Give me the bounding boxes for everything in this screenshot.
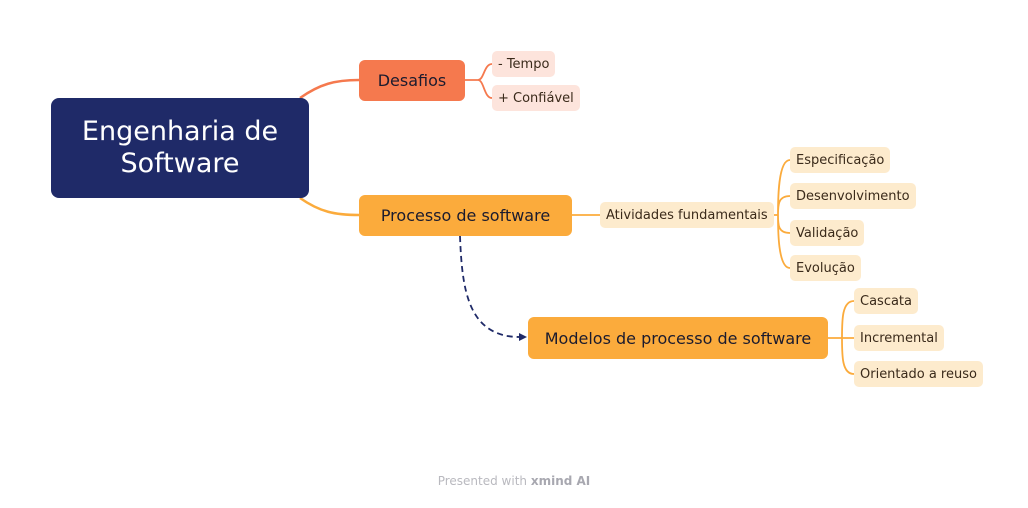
subtopic-cascata[interactable]: Cascata xyxy=(854,288,918,314)
subtopic-validacao-label: Validação xyxy=(796,225,859,241)
subtopic-validacao[interactable]: Validação xyxy=(790,220,865,246)
subtopic-especificacao-label: Especificação xyxy=(796,152,885,168)
subtopic-tempo-label: - Tempo xyxy=(498,56,550,72)
subtopic-confiavel[interactable]: + Confiável xyxy=(492,85,580,111)
root-title-line2: Software xyxy=(120,148,240,179)
subtopic-tempo[interactable]: - Tempo xyxy=(492,51,556,77)
footer-credit: Presented with xmind AI xyxy=(0,474,1028,488)
topic-desafios[interactable]: Desafios xyxy=(359,60,465,101)
subtopic-desenvolvimento[interactable]: Desenvolvimento xyxy=(790,183,916,209)
subtopic-orientado-a-reuso[interactable]: Orientado a reuso xyxy=(854,361,983,387)
root-title-line1: Engenharia de xyxy=(81,116,279,147)
topic-processo-label: Processo de software xyxy=(380,206,551,225)
subtopic-desenvolvimento-label: Desenvolvimento xyxy=(796,188,910,204)
footer-prefix: Presented with xyxy=(437,474,531,488)
subtopic-incremental[interactable]: Incremental xyxy=(854,325,944,351)
topic-modelos-label: Modelos de processo de software xyxy=(544,328,812,348)
topic-processo-de-software[interactable]: Processo de software xyxy=(359,195,572,236)
subtopic-atividades-label: Atividades fundamentais xyxy=(606,207,768,223)
subtopic-evolucao-label: Evolução xyxy=(796,260,855,276)
subtopic-cascata-label: Cascata xyxy=(860,293,912,309)
subtopic-atividades-fundamentais[interactable]: Atividades fundamentais xyxy=(600,202,774,228)
subtopic-orientado-label: Orientado a reuso xyxy=(860,366,977,382)
footer-brand: xmind AI xyxy=(530,474,591,488)
subtopic-incremental-label: Incremental xyxy=(860,330,938,346)
subtopic-evolucao[interactable]: Evolução xyxy=(790,255,861,281)
root-topic[interactable]: Engenharia de Software xyxy=(51,98,309,198)
topic-desafios-label: Desafios xyxy=(377,71,447,90)
subtopic-confiavel-label: + Confiável xyxy=(498,90,574,106)
topic-modelos-de-processo[interactable]: Modelos de processo de software xyxy=(528,317,828,359)
subtopic-especificacao[interactable]: Especificação xyxy=(790,147,891,173)
